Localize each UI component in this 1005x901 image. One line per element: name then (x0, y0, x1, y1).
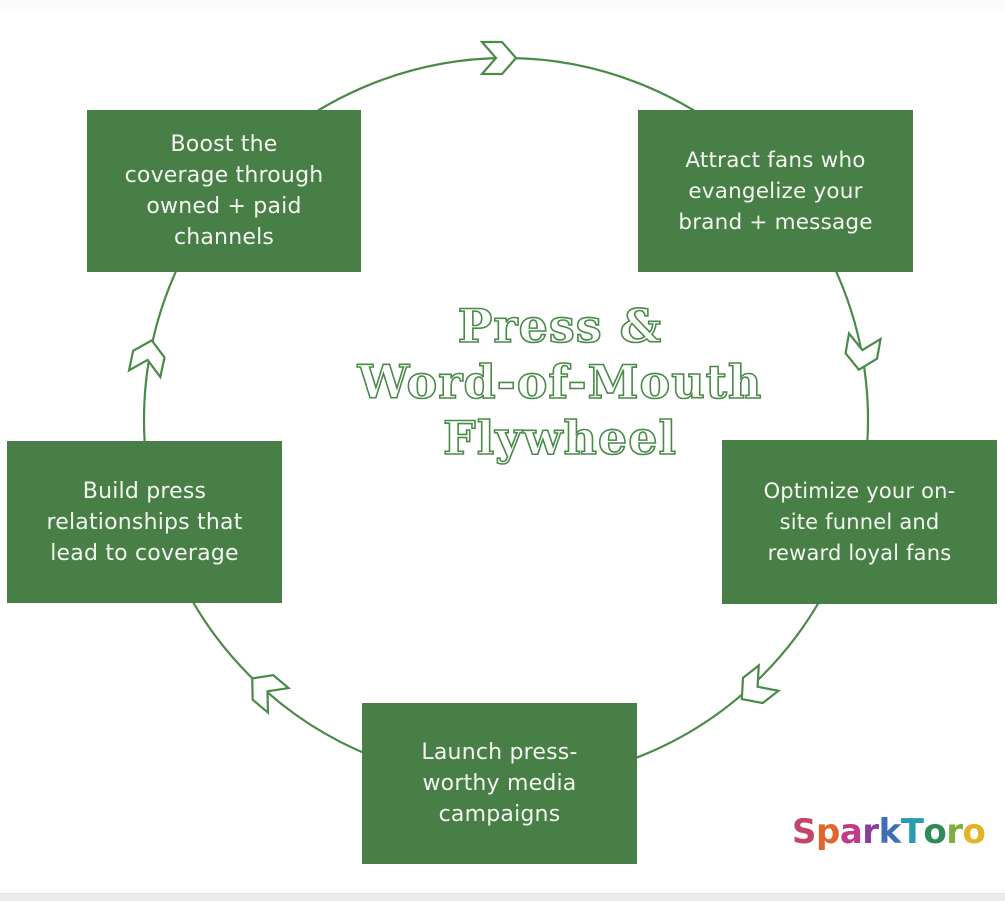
logo-letter: o (962, 812, 986, 852)
logo-letter: r (862, 812, 879, 852)
arrow-lower-right-icon (740, 663, 782, 705)
arrow-right-icon (844, 330, 883, 372)
step-attract-fans: Attract fans who evangelize your brand +… (638, 110, 913, 272)
sparktoro-logo: SparkToro (792, 812, 986, 852)
logo-letter: p (816, 812, 840, 852)
logo-letter: k (878, 812, 902, 852)
logo-letter: o (923, 812, 947, 852)
arrow-top-icon (479, 40, 518, 76)
step-boost-coverage: Boost the coverage through owned + paid … (87, 110, 361, 272)
bottom-band (0, 893, 1005, 901)
logo-letter: a (839, 812, 863, 852)
step-launch-campaigns: Launch press- worthy media campaigns (362, 703, 637, 864)
step-build-relationships: Build press relationships that lead to c… (7, 441, 282, 603)
arrow-lower-left-icon (251, 674, 292, 715)
step-optimize-funnel: Optimize your on- site funnel and reward… (722, 440, 997, 604)
logo-letter: S (792, 812, 817, 852)
logo-letter: T (900, 812, 924, 852)
diagram-title: Press & Word-of-Mouth Flywheel (357, 298, 763, 466)
logo-letter: r (946, 812, 963, 852)
top-band (0, 0, 1005, 9)
arrow-left-icon (127, 338, 166, 380)
